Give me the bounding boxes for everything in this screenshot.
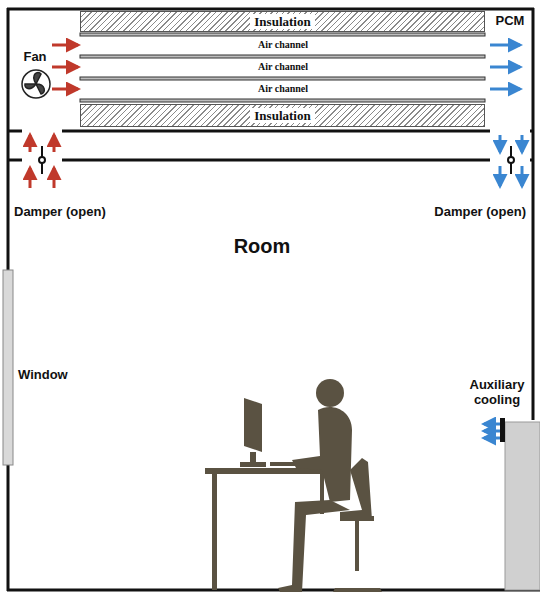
damper-label: Damper (open): [14, 205, 106, 220]
insulation-band: Insulation: [80, 104, 485, 127]
building-walls: [7, 8, 540, 591]
window-pane: [3, 270, 13, 465]
fan-symbol: [22, 70, 50, 98]
channel-label: Air channel: [255, 61, 311, 73]
material-label: PCM: [496, 14, 525, 29]
equipment-label: Auxiliary cooling: [459, 378, 535, 408]
fan-label: Fan: [23, 50, 46, 65]
pcm-plates: [80, 33, 485, 102]
warm-air-arrows: [30, 45, 78, 188]
channel-label: Air channel: [255, 39, 311, 51]
channel-label: Air channel: [255, 83, 311, 95]
damper-label: Damper (open): [434, 205, 526, 220]
room-label: Room: [234, 235, 291, 258]
auxiliary-cooling-unit: [500, 418, 540, 590]
insulation-label: Insulation: [250, 14, 314, 29]
occupant-silhouette: [205, 379, 382, 592]
insulation-band: Insulation: [80, 11, 485, 32]
insulation-label: Insulation: [250, 108, 314, 123]
damper-symbols: [39, 146, 514, 174]
window-label: Window: [18, 368, 68, 383]
